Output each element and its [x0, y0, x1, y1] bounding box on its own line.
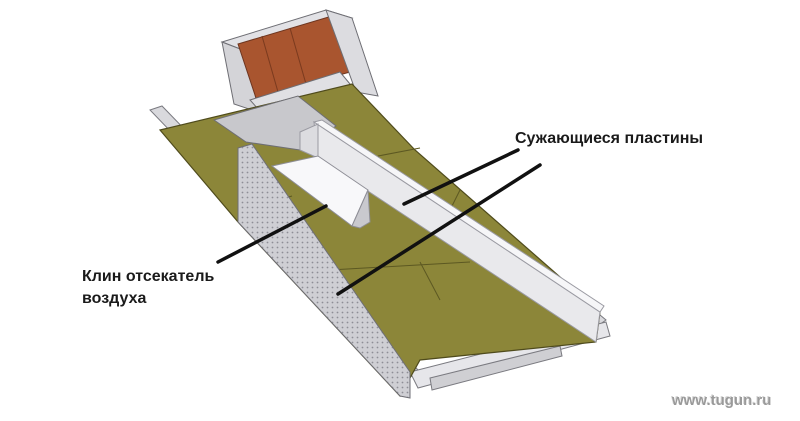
watermark: www.tugun.ru — [672, 392, 772, 409]
perforated-side-plate — [237, 143, 411, 399]
label-air-wedge-line1: Клин отсекатель — [82, 268, 215, 285]
label-narrowing-plates: Сужающиеся пластины — [515, 130, 704, 147]
leader-lines — [216, 148, 542, 296]
air-cutoff-wedge — [270, 155, 371, 229]
label-air-wedge-line2: воздуха — [82, 290, 147, 307]
